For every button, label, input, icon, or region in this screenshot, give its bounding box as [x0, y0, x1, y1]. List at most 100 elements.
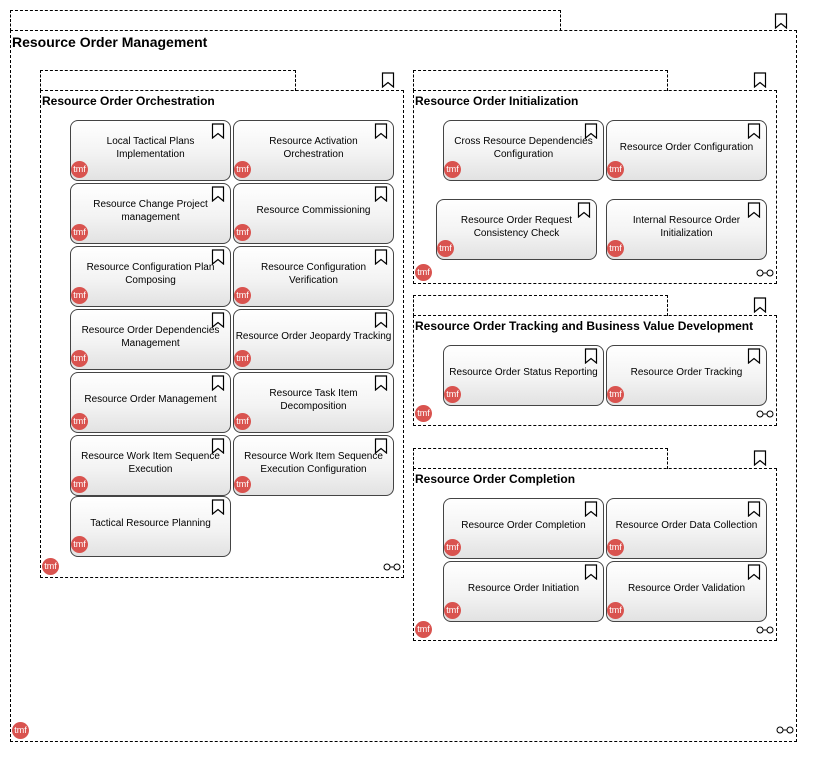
process-card[interactable]: Tactical Resource Planning: [70, 496, 231, 557]
card-label: Resource Configuration Plan Composing: [86, 261, 215, 286]
bookmark-icon: [747, 501, 761, 517]
card-label: Cross Resource Dependencies Configuratio…: [454, 135, 593, 160]
bookmark-icon: [577, 202, 591, 218]
bookmark-icon: [374, 123, 388, 139]
bookmark-icon: [747, 348, 761, 364]
group-body: [413, 90, 777, 284]
tmf-badge: tmf: [444, 539, 461, 556]
bookmark-icon: [753, 450, 767, 466]
tmf-badge: tmf: [71, 224, 88, 241]
process-card[interactable]: Resource Activation Orchestration: [233, 120, 394, 181]
process-card[interactable]: Resource Order Dependencies Management: [70, 309, 231, 370]
process-card[interactable]: Resource Order Validation: [606, 561, 767, 622]
tmf-badge: tmf: [71, 476, 88, 493]
bookmark-icon: [584, 501, 598, 517]
process-card[interactable]: Local Tactical Plans Implementation: [70, 120, 231, 181]
card-label: Local Tactical Plans Implementation: [106, 135, 195, 160]
process-card[interactable]: Resource Task Item Decomposition: [233, 372, 394, 433]
process-card[interactable]: Resource Order Jeopardy Tracking: [233, 309, 394, 370]
bookmark-icon: [374, 375, 388, 391]
group-title: Resource Order Management: [12, 34, 208, 50]
process-card[interactable]: Resource Configuration Verification: [233, 246, 394, 307]
card-label: Resource Order Management: [84, 394, 217, 405]
process-card[interactable]: Resource Work Item Sequence Execution: [70, 435, 231, 496]
process-card[interactable]: Resource Configuration Plan Composing: [70, 246, 231, 307]
bookmark-icon: [374, 186, 388, 202]
process-card[interactable]: Resource Order Data Collection: [606, 498, 767, 559]
card-label: Resource Order Configuration: [619, 142, 754, 153]
process-card[interactable]: Resource Change Project management: [70, 183, 231, 244]
bookmark-icon: [374, 312, 388, 328]
card-label: Resource Change Project management: [93, 198, 208, 223]
group-title: Resource Order Completion: [415, 472, 576, 486]
process-card[interactable]: Resource Order Status Reporting: [443, 345, 604, 406]
link-icon: [383, 563, 401, 571]
tmf-badge: tmf: [607, 161, 624, 178]
group-body: [413, 315, 777, 426]
link-icon: [776, 726, 794, 734]
bookmark-icon: [584, 564, 598, 580]
tmf-badge: tmf: [42, 558, 59, 575]
card-label: Resource Order Data Collection: [615, 520, 758, 531]
tmf-badge: tmf: [71, 287, 88, 304]
bookmark-icon: [211, 186, 225, 202]
bookmark-icon: [211, 375, 225, 391]
process-card[interactable]: Resource Order Configuration: [606, 120, 767, 181]
group-tab: [10, 10, 561, 31]
tmf-badge: tmf: [234, 350, 251, 367]
card-label: Resource Order Dependencies Management: [81, 324, 220, 349]
tmf-badge: tmf: [234, 413, 251, 430]
card-label: Internal Resource Order Initialization: [632, 214, 741, 239]
process-card[interactable]: Resource Commissioning: [233, 183, 394, 244]
tmf-badge: tmf: [71, 413, 88, 430]
process-card[interactable]: Resource Order Initiation: [443, 561, 604, 622]
card-label: Resource Order Jeopardy Tracking: [235, 331, 392, 342]
card-label: Resource Activation Orchestration: [269, 135, 358, 160]
bookmark-icon: [381, 72, 395, 88]
process-card[interactable]: Resource Order Management: [70, 372, 231, 433]
process-card[interactable]: Resource Order Completion: [443, 498, 604, 559]
card-label: Resource Order Request Consistency Check: [460, 214, 573, 239]
process-card[interactable]: Resource Order Tracking: [606, 345, 767, 406]
card-label: Resource Work Item Sequence Execution: [81, 450, 220, 475]
tmf-badge: tmf: [234, 287, 251, 304]
bookmark-icon: [211, 123, 225, 139]
process-card[interactable]: Resource Order Request Consistency Check: [436, 199, 597, 260]
bookmark-icon: [584, 348, 598, 364]
process-card[interactable]: Cross Resource Dependencies Configuratio…: [443, 120, 604, 181]
bookmark-icon: [584, 123, 598, 139]
card-label: Resource Order Validation: [627, 583, 746, 594]
process-card[interactable]: Resource Work Item Sequence Execution Co…: [233, 435, 394, 496]
link-icon: [756, 269, 774, 277]
card-label: Resource Order Initiation: [467, 583, 580, 594]
group-title: Resource Order Tracking and Business Val…: [415, 319, 754, 333]
tmf-badge: tmf: [437, 240, 454, 257]
group-title: Resource Order Initialization: [415, 94, 579, 108]
bookmark-icon: [774, 13, 788, 29]
card-label: Resource Order Status Reporting: [449, 367, 598, 378]
group-tab: [413, 70, 668, 91]
tmf-badge: tmf: [607, 602, 624, 619]
bookmark-icon: [211, 499, 225, 515]
card-label: Resource Task Item Decomposition: [269, 387, 358, 412]
group-tab: [40, 70, 296, 91]
tmf-badge: tmf: [444, 161, 461, 178]
card-label: Resource Commissioning: [256, 205, 371, 216]
card-label: Tactical Resource Planning: [90, 518, 211, 529]
process-card[interactable]: Internal Resource Order Initialization: [606, 199, 767, 260]
tmf-badge: tmf: [607, 539, 624, 556]
group-tab: [413, 448, 668, 469]
bookmark-icon: [374, 249, 388, 265]
tmf-badge: tmf: [415, 264, 432, 281]
bookmark-icon: [374, 438, 388, 454]
tmf-badge: tmf: [444, 386, 461, 403]
tmf-badge: tmf: [12, 722, 29, 739]
tmf-badge: tmf: [415, 405, 432, 422]
bookmark-icon: [747, 202, 761, 218]
bookmark-icon: [753, 297, 767, 313]
bookmark-icon: [753, 72, 767, 88]
tmf-badge: tmf: [607, 240, 624, 257]
tmf-badge: tmf: [415, 621, 432, 638]
tmf-badge: tmf: [444, 602, 461, 619]
tmf-badge: tmf: [71, 350, 88, 367]
